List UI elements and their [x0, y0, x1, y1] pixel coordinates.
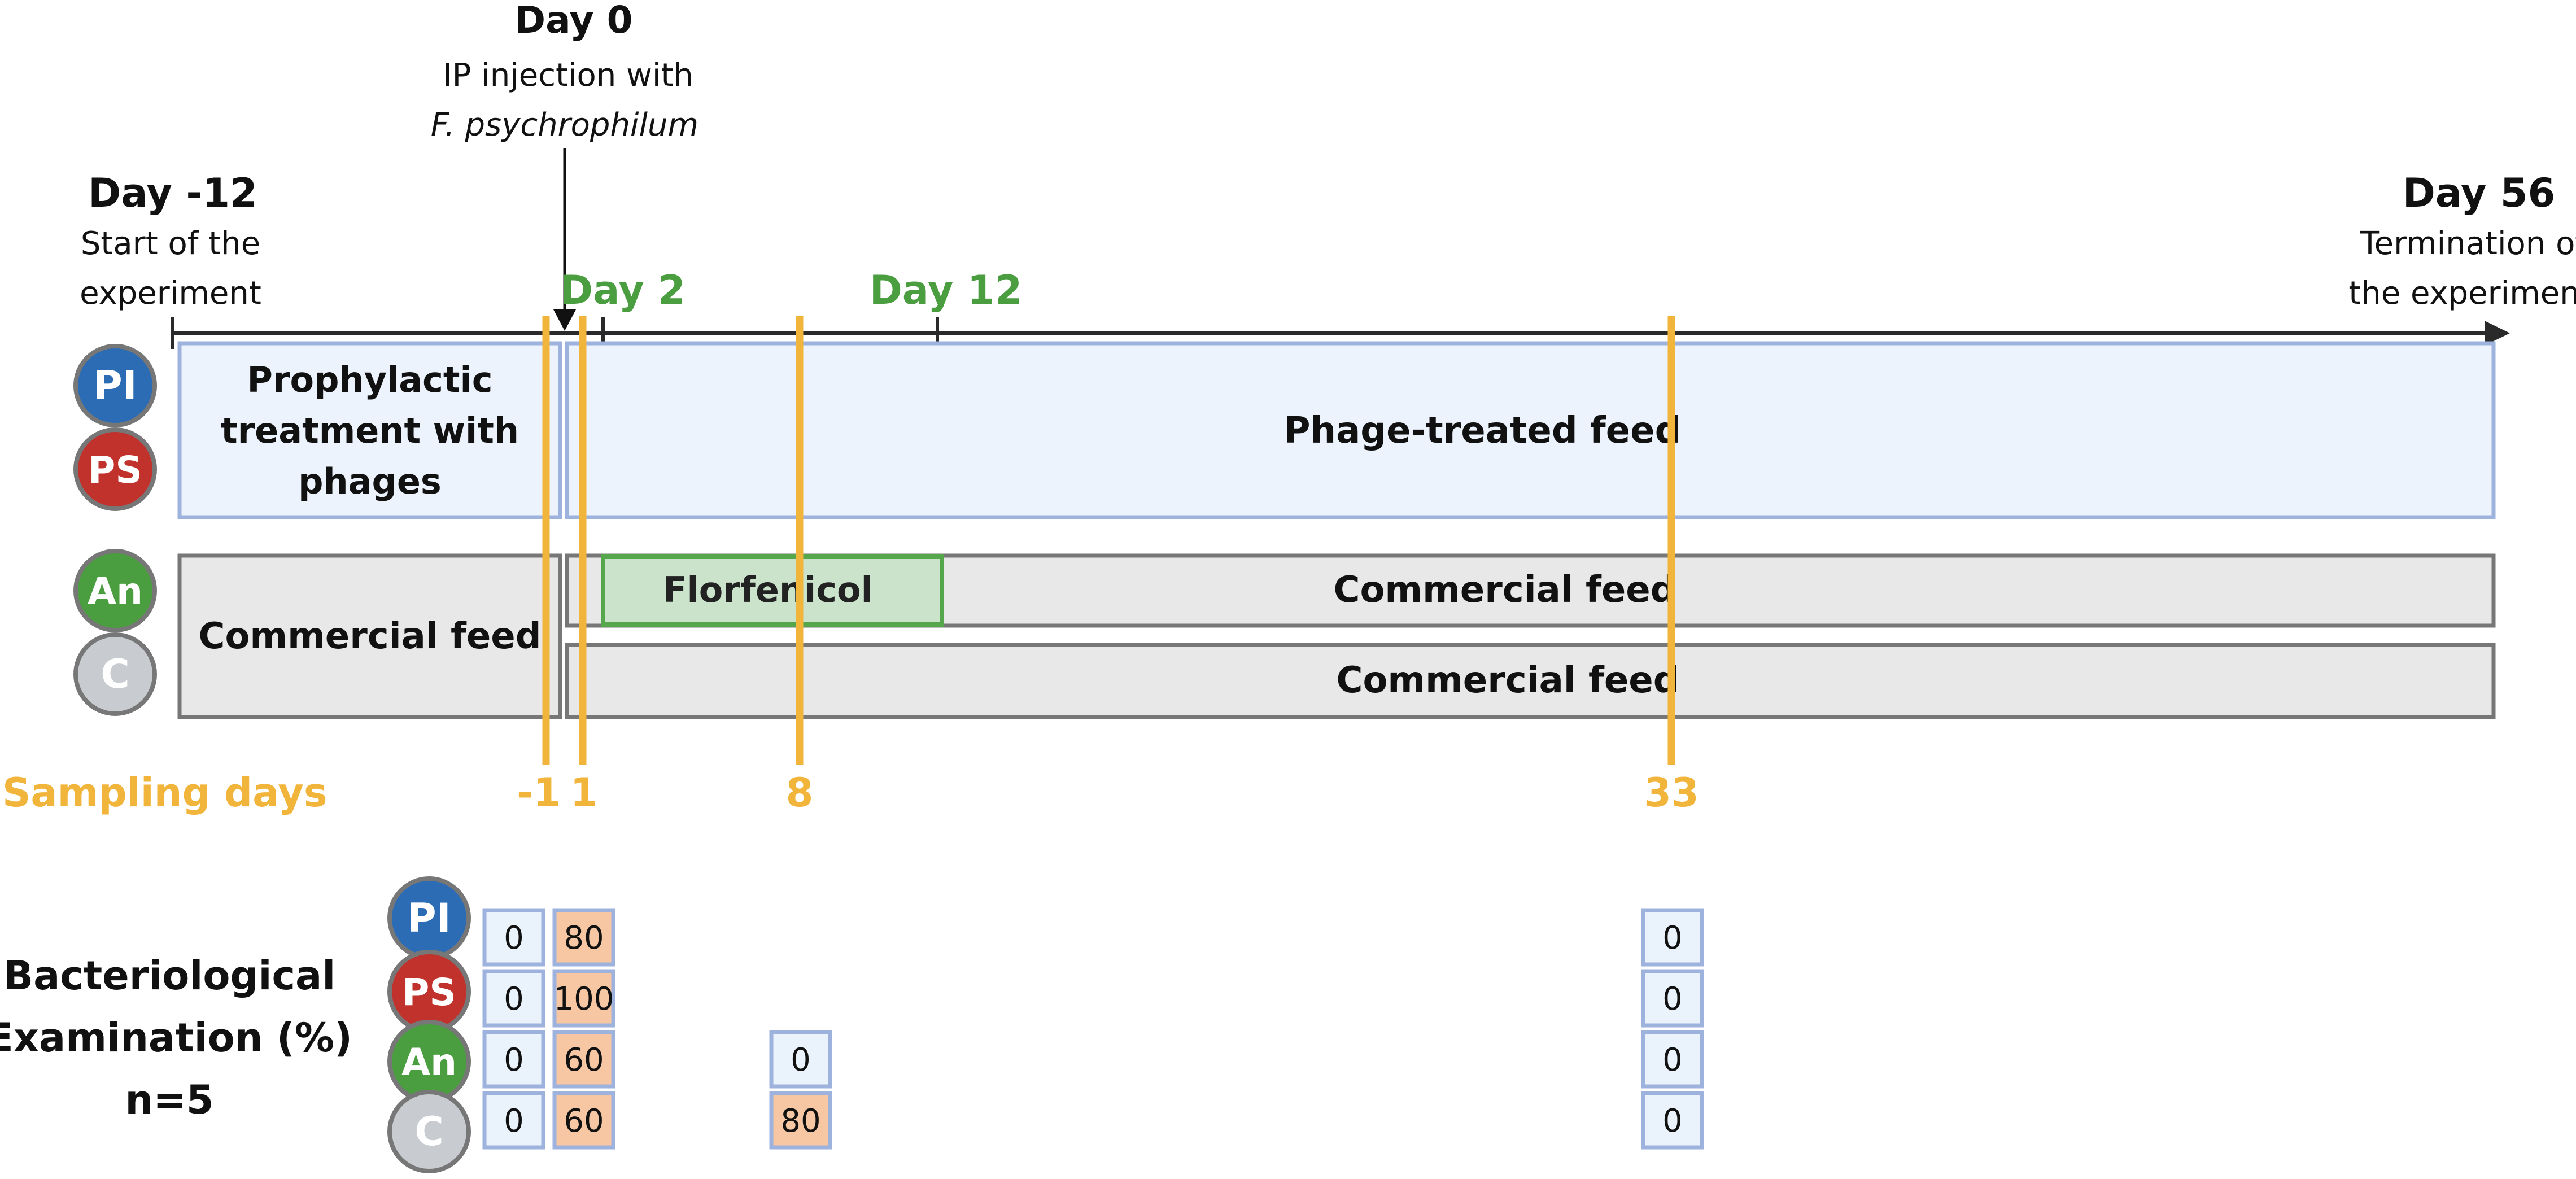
phage-feed-bar — [565, 341, 2496, 519]
group-circle-c: C — [73, 632, 157, 716]
bacteriology-cell-c-day33 — [1641, 1091, 1704, 1150]
timeline-arrowhead — [2485, 321, 2510, 346]
bacteriology-cell-pi-day1 — [552, 908, 615, 967]
florfenicol-label: Florfenicol — [663, 569, 873, 610]
svg-text:PI: PI — [93, 363, 137, 409]
bacteriology-value-ps-day1: 100 — [554, 981, 614, 1018]
bacteriology-cell-c-day-1 — [482, 1091, 545, 1150]
sampling-day-8: 8 — [786, 770, 814, 816]
day12-label: Day 12 — [870, 267, 1023, 313]
bacteriology-value-ps-day-1: 0 — [504, 981, 524, 1018]
bacteriology-cell-an-day33 — [1641, 1030, 1704, 1089]
svg-text:PS: PS — [88, 448, 142, 492]
svg-text:PI: PI — [407, 895, 451, 941]
bacteriology-value-pi-day-1: 0 — [504, 920, 524, 957]
start-title: Day -12 — [88, 170, 257, 216]
end-line1: Termination of — [2360, 225, 2576, 262]
bacteriology-cell-c-day8 — [769, 1091, 832, 1150]
bacteriology-cell-c-day1 — [552, 1091, 615, 1150]
bacteriology-circle-an: An — [387, 1020, 471, 1103]
start-line1: Start of the — [81, 225, 260, 262]
end-title: Day 56 — [2403, 170, 2556, 216]
bacteriology-value-an-day8: 0 — [791, 1042, 811, 1078]
phage-feed-label: Phage-treated feed — [1284, 410, 1681, 452]
day0-line2: F. psychrophilum — [431, 107, 698, 143]
bacteriology-cell-ps-day1 — [552, 969, 615, 1028]
commercial-feed-pre-label: Commercial feed — [198, 615, 541, 657]
bacteriology-cell-ps-day33 — [1641, 969, 1704, 1028]
bacteriology-cell-an-day8 — [769, 1030, 832, 1089]
group-circle-pi: PI — [73, 344, 157, 427]
bacteriology-cell-an-day1 — [552, 1030, 615, 1089]
injection-arrow-head — [553, 309, 576, 331]
svg-text:An: An — [88, 570, 143, 613]
commercial-feed-an-label: Commercial feed — [1333, 569, 1676, 611]
bacteriology-value-c-day-1: 0 — [504, 1103, 524, 1139]
svg-text:An: An — [401, 1041, 457, 1084]
sampling-day-minus1: -1 — [517, 770, 561, 816]
start-line2: experiment — [80, 275, 261, 312]
group-circle-an: An — [73, 549, 157, 632]
bacteriology-value-pi-day33: 0 — [1662, 920, 1683, 957]
florfenicol-bar — [601, 554, 944, 627]
bacteriology-value-an-day-1: 0 — [504, 1042, 524, 1078]
bacteriology-circle-pi: PI — [387, 876, 471, 960]
bacteriology-label-line3: n=5 — [125, 1077, 213, 1123]
bacteriology-cell-pi-day33 — [1641, 908, 1704, 967]
prophylactic-line1: Prophylactic — [247, 359, 492, 400]
day0-line1: IP injection with — [443, 57, 693, 94]
bacteriology-cells: 80 0 0 100 0 0 60 0 0 0 60 80 0 0 — [482, 908, 1704, 1150]
commercial-feed-c-bar — [565, 643, 2496, 719]
prophylactic-line2: treatment with — [221, 410, 519, 451]
day0-title: Day 0 — [514, 0, 632, 42]
end-line2: the experiment — [2348, 275, 2576, 312]
bacteriology-value-an-day33: 0 — [1662, 1042, 1683, 1078]
sampling-day-1: 1 — [570, 770, 598, 816]
prophylactic-bar — [177, 341, 562, 519]
sampling-day-33: 33 — [1644, 770, 1699, 816]
bacteriology-circle-c: C — [387, 1090, 471, 1173]
bacteriology-label-line2: Examination (%) — [0, 1015, 352, 1061]
commercial-feed-pre-bar — [177, 553, 562, 719]
bacteriology-value-c-day1: 60 — [564, 1103, 604, 1139]
bacteriology-value-an-day1: 60 — [564, 1042, 604, 1078]
sampling-days-label: Sampling days — [2, 770, 327, 816]
day2-label: Day 2 — [560, 267, 686, 313]
svg-text:PS: PS — [402, 971, 456, 1014]
bacteriology-circle-ps: PS — [387, 950, 471, 1033]
bacteriology-value-c-day8: 80 — [780, 1103, 820, 1139]
bacteriology-cell-ps-day-1 — [482, 969, 545, 1028]
bacteriology-value-c-day33: 0 — [1662, 1103, 1683, 1139]
commercial-feed-c-label: Commercial feed — [1336, 660, 1679, 701]
svg-text:C: C — [414, 1108, 443, 1155]
bacteriology-value-ps-day33: 0 — [1662, 981, 1683, 1018]
bacteriology-label-line1: Bacteriological — [3, 953, 336, 999]
svg-text:C: C — [101, 651, 129, 697]
bacteriology-cell-an-day-1 — [482, 1030, 545, 1089]
bacteriology-cell-pi-day-1 — [482, 908, 545, 967]
bacteriology-value-pi-day1: 80 — [564, 920, 604, 957]
group-circle-ps: PS — [73, 427, 157, 511]
prophylactic-line3: phages — [298, 461, 442, 502]
